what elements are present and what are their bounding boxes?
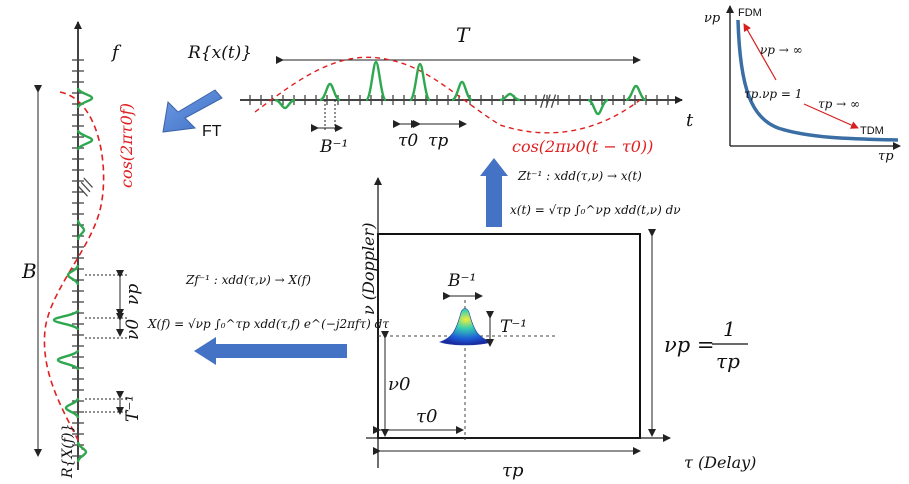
time-axis-label: t [686,110,694,131]
time-domain-panel: R{x(t)} T t /// B⁻¹ τ0 τp cos(2πν0(t − τ… [187,23,694,157]
freq-domain-panel: f B cos(2πτ0f) /// νp ν0 T⁻¹ R{X(f)} [21,21,143,479]
inset-nup-inf-label: νp → ∞ [760,43,803,57]
zt-line2: x(t) = √τp ∫₀^νp xdd(t,ν) dν [510,203,681,217]
zf-arrow-head [194,337,216,365]
time-tau0-label: τ0 [398,131,418,151]
dd-nup-eq-label: νp = [664,333,714,357]
time-pulse [625,84,647,102]
zf-arrow-shaft [215,344,347,358]
time-carrier-curve [254,56,641,134]
period-label: T [456,23,471,47]
inset-red-arrow-right [803,103,859,129]
time-pulse [451,80,473,102]
freq-carrier-label: cos(2πτ0f) [117,103,136,188]
dd-taup-label: τp [502,460,524,481]
freq-pulse [56,349,80,371]
freq-pulse [76,441,88,463]
time-pulse-train [274,60,647,116]
dd-frac-den: τp [716,349,740,373]
inset-product-label: τp.νp = 1 [744,87,802,101]
dd-frac-num: 1 [723,317,736,341]
freq-pulse [76,219,86,241]
time-pulse [499,92,521,102]
freq-nu0-label: ν0 [123,319,143,340]
time-pulse [319,82,341,102]
ft-arrow [162,89,223,133]
inset-tradeoff-curve [736,19,899,142]
zf-line1: Zf⁻¹ : xdd(τ,ν) → X(f) [185,273,311,287]
time-signal-label: R{x(t)} [187,43,252,63]
freq-pulse [76,87,94,109]
inset-red-arrow-up [743,23,777,81]
inset-fdm-label: FDM [738,7,762,19]
ft-arrow-group: FT [162,89,223,140]
ft-label: FT [202,123,222,140]
freq-nup-label: νp [123,284,143,305]
doppler-axis-label: ν (Doppler) [359,223,378,315]
freq-axis-label: f [110,42,122,63]
freq-pulse [66,264,80,286]
inset-y-label: νp [704,11,721,26]
freq-resolution-label: T⁻¹ [123,395,143,422]
inset-x-label: τp [878,149,894,164]
time-axis-break: /// [540,91,557,110]
time-pulse [274,98,296,110]
zt-line1: Zt⁻¹ : xdd(τ,ν) → x(t) [517,169,642,183]
dd-b-inv-label: B⁻¹ [447,271,476,291]
freq-pulse [64,397,80,419]
time-pulse [364,60,388,102]
freq-carrier-curve [43,91,105,456]
inset-tdm-label: TDM [860,125,884,137]
dd-t-inv-label: T⁻¹ [500,317,527,337]
tradeoff-inset: νp τp FDM TDM νp → ∞ τp.νp = 1 τp → ∞ [704,5,901,164]
freq-pulse [52,309,80,331]
time-pulse [587,98,609,116]
inset-taup-inf-label: τp → ∞ [818,97,860,111]
dd-tau0-label: τ0 [416,406,437,427]
zf-transform-group: Zf⁻¹ : xdd(τ,ν) → X(f) X(f) = √νp ∫₀^τp … [147,273,389,365]
time-resolution-label: B⁻¹ [319,137,348,157]
dd-peak [439,308,494,346]
time-taup-label: τp [428,131,448,151]
freq-pulse [76,129,94,151]
zf-line2: X(f) = √νp ∫₀^τp xdd(τ,f) e^(−j2πfτ) dτ [147,317,389,331]
freq-signal-label: R{X(f)} [60,424,76,479]
delay-axis-label: τ (Delay) [684,453,756,472]
freq-pulse-train [52,87,94,463]
time-axis-ticks [249,95,669,105]
zt-arrow-shaft [486,175,502,227]
zt-transform-group: Zt⁻¹ : xdd(τ,ν) → x(t) x(t) = √τp ∫₀^νp … [480,158,681,227]
time-carrier-label: cos(2πν0(t − τ0)) [512,137,653,156]
bandwidth-label: B [21,259,37,283]
time-pulse [408,62,432,102]
zt-arrow-head [480,158,508,176]
dd-grid-panel: ν (Doppler) τ (Delay) B⁻¹ T⁻¹ ν0 τ0 τp ν… [359,177,756,481]
dd-nu0-label: ν0 [388,374,410,395]
